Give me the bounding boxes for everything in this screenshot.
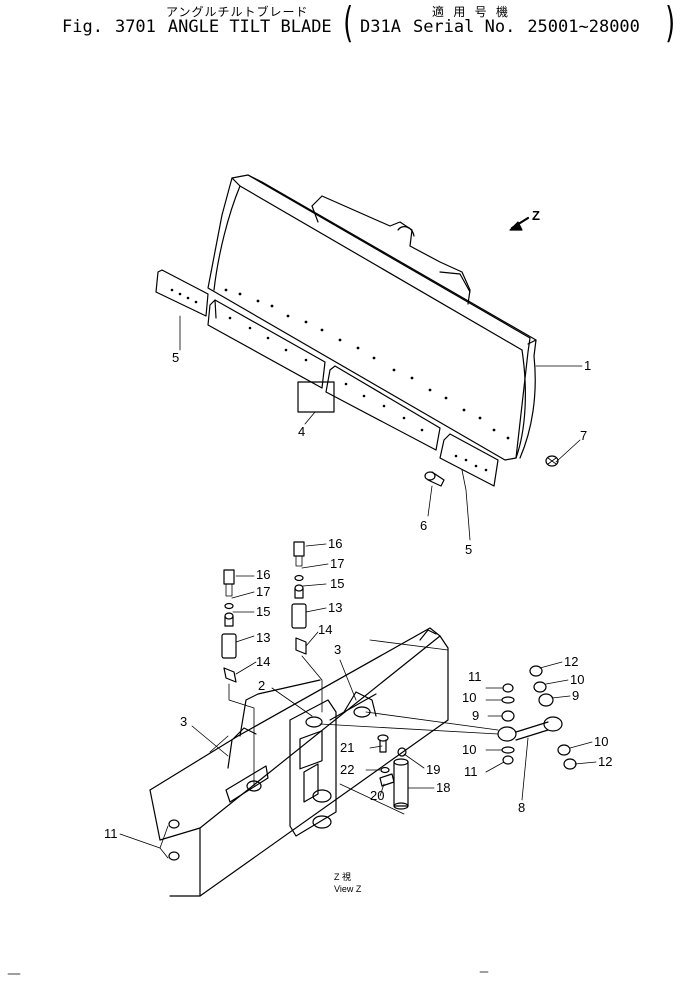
fig-label: Fig. (62, 17, 103, 37)
right-paren: ) (665, 0, 676, 47)
callout-2: 2 (258, 678, 265, 693)
left-paren: ( (343, 0, 354, 47)
callout-4: 4 (298, 424, 305, 439)
view-caption-japanese: Z 視 (334, 871, 351, 882)
callout-13-right: 13 (328, 600, 342, 615)
callout-6: 6 (420, 518, 427, 533)
callout-9-left: 9 (472, 708, 479, 723)
callout-14-left: 14 (256, 654, 270, 669)
serial-range: 25001~28000 (527, 17, 640, 37)
japanese-applicable-models: 適 用 号 機 (432, 5, 512, 19)
blade-bolt-holes (224, 288, 510, 440)
right-pin-stack (291, 541, 307, 655)
cutting-edge-center-right (325, 365, 441, 451)
model: D31A (360, 17, 401, 37)
callout-3-left: 3 (180, 714, 187, 729)
washers-20-22 (379, 766, 395, 787)
serial-line: D31A Serial No. 25001~28000 (360, 17, 640, 37)
blade-assembly (207, 174, 537, 461)
callout-19: 19 (426, 762, 440, 777)
callout-12-top: 12 (564, 654, 578, 669)
pin-18 (393, 758, 409, 810)
callout-16-left: 16 (256, 567, 270, 582)
callout-11-bottom: 11 (464, 764, 478, 779)
callout-13-left: 13 (256, 630, 270, 645)
tilt-link (497, 716, 563, 801)
callout-14-right: 14 (318, 622, 332, 637)
bottom-leader-lines (119, 543, 597, 859)
callout-20: 20 (370, 788, 384, 803)
callout-1: 1 (584, 358, 591, 373)
figure-title-line: Fig. 3701 ANGLE TILT BLADE (62, 17, 344, 37)
callout-9-right: 9 (572, 688, 579, 703)
top-leader-lines (179, 315, 583, 541)
callout-12-bottom: 12 (598, 754, 612, 769)
callout-10-right: 10 (594, 734, 608, 749)
left-pin-stack (221, 569, 237, 683)
japanese-title: アングルチルトブレード (166, 5, 309, 19)
part-title: ANGLE TILT BLADE (167, 17, 332, 37)
callout-8: 8 (518, 800, 525, 815)
callout-16-right: 16 (328, 536, 342, 551)
view-caption-english: View Z (334, 884, 362, 894)
frame-slot (299, 730, 323, 770)
callout-5-left: 5 (172, 350, 179, 365)
fig-number: 3701 (114, 17, 156, 37)
view-z-arrow (509, 216, 530, 231)
callout-15-left: 15 (256, 604, 270, 619)
cutting-edge-center-left (207, 299, 326, 389)
callout-15-right: 15 (330, 576, 344, 591)
cutting-edge-label-block (297, 381, 335, 413)
callout-17-left: 17 (256, 584, 270, 599)
bolt-21 (377, 734, 389, 753)
end-bit-right (439, 433, 499, 487)
callout-11-top: 11 (468, 669, 482, 684)
callout-11-left: 11 (104, 826, 118, 841)
serial-label: Serial No. (412, 17, 516, 37)
grease-fitting-19 (397, 747, 407, 757)
callout-10-top-right: 10 (570, 672, 584, 687)
link-hardware-left (501, 683, 515, 765)
blade-bolt (424, 471, 445, 487)
view-z-arrow-label: Z (532, 208, 540, 223)
blade-nut (545, 455, 559, 467)
callout-10-top-left: 10 (462, 690, 476, 705)
end-bit-left (155, 269, 209, 317)
header: アングルチルトブレード 適 用 号 機 Fig. 3701 ANGLE TILT B… (0, 0, 684, 48)
callout-10-bottom-left: 10 (462, 742, 476, 757)
bottom-callouts: 16 17 15 13 14 16 17 15 13 14 2 3 3 11 1… (104, 536, 612, 841)
callout-21: 21 (340, 740, 354, 755)
push-frame (149, 627, 449, 897)
callout-3-right: 3 (334, 642, 341, 657)
callout-17-right: 17 (330, 556, 344, 571)
callout-7: 7 (580, 428, 587, 443)
callout-18: 18 (436, 780, 450, 795)
frame-pads-11 (168, 819, 180, 861)
callout-5-right: 5 (465, 542, 472, 557)
top-callouts: 1 5 4 7 6 5 (172, 350, 591, 557)
callout-22: 22 (340, 762, 354, 777)
